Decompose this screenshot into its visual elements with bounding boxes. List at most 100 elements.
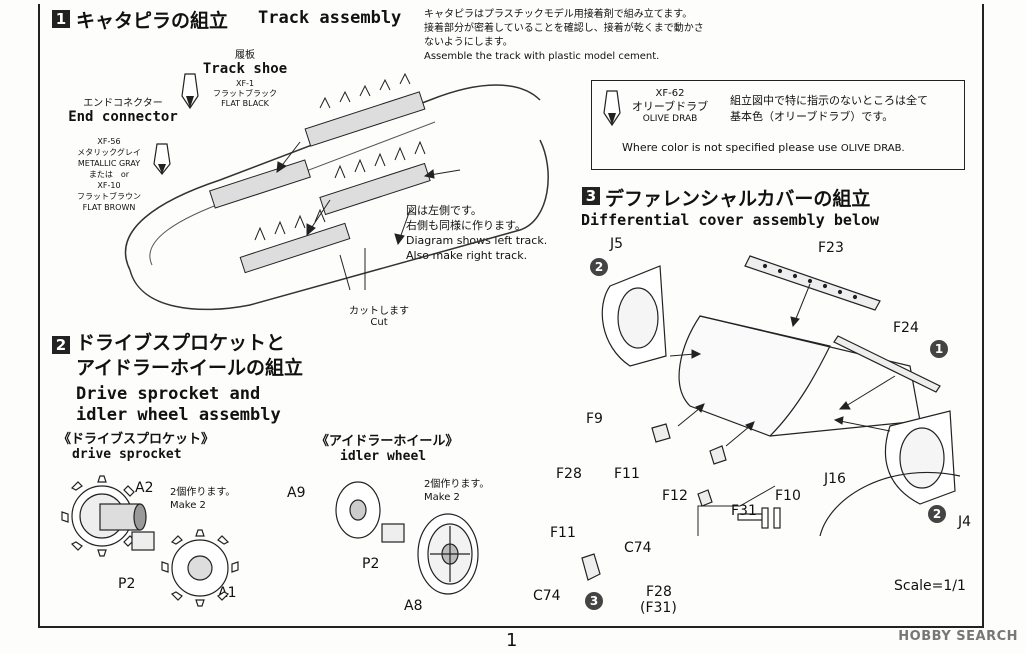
track-shoe-en: Track shoe [202,61,288,77]
circle-number-j5: 2 [590,258,608,276]
step1-note: キャタピラはプラスチックモデル用接着剤で組み立てます。 接着部分が密着しているこ… [424,8,704,64]
color-note-paint: XF-62 オリーブドラブ OLIVE DRAB [624,87,716,126]
step2-number: 2 [52,336,70,354]
part-label-f24: F24 [893,320,919,336]
step1-number: 1 [52,10,70,28]
cut-jp: カットします [349,306,409,317]
idler-jp: 《アイドラーホイール》 [316,434,459,449]
make2-note-drive: 2個作ります。 Make 2 [170,486,235,512]
part-label-c74: C74 [533,588,561,604]
color-desc-jp-2: 基本色（オリーブドラブ）です。 [730,110,894,123]
part-label-f31: (F31) [640,600,677,616]
part-label-a2: A2 [135,480,154,496]
step2-title-en: Drive sprocket and idler wheel assembly [76,384,281,426]
step1-title-en: Track assembly [258,8,402,28]
xf10-code: XF-10 [97,181,121,190]
step1-note-en: Assemble the track with plastic model ce… [424,51,660,62]
left-track-jp-2: 右側も同様に作ります。 [406,219,526,232]
track-loop-upper [124,84,541,271]
detail-f28 [737,507,781,529]
make2-jp: 2個作ります。 [424,479,490,490]
scale-label: Scale=1/1 [894,578,966,594]
part-label-p2: P2 [118,576,136,592]
left-track-note: 図は左側です。 右側も同様に作ります。 Diagram shows left t… [406,203,547,263]
part-f24 [833,335,941,393]
step1-note-jp-1: キャタピラはプラスチックモデル用接着剤で組み立てます。 [424,9,693,20]
left-track-en-1: Diagram shows left track. [406,234,548,247]
make2-en: Make 2 [424,492,460,503]
make2-en: Make 2 [170,500,206,511]
drive-jp: 《ドライブスプロケット》 [58,432,215,447]
or-text: または or [88,170,130,179]
part-label-c74: C74 [624,540,652,556]
step2-title-jp: ドライブスプロケットと アイドラーホイールの組立 [76,331,303,381]
part-label-j16: J16 [824,471,846,487]
part-f10 [709,445,727,465]
cut-en: Cut [370,317,388,328]
track-teeth [254,72,426,241]
end-connector-jp: エンドコネクター [83,98,163,109]
brush-icon [153,143,171,175]
xf56-en: METALLIC GRAY [77,159,141,168]
part-main-cover [678,315,831,437]
color-desc-en: Where color is not specified please use [622,141,838,154]
detail-f11-c74 [581,553,601,581]
sprocket-p2 [131,531,155,551]
part-label-f23: F23 [818,240,844,256]
color-en: OLIVE DRAB [642,114,698,124]
drive-sprocket-drawing [61,475,239,607]
drive-en: drive sprocket [72,447,182,462]
end-connector-en: End connector [68,109,178,125]
left-track-jp-1: 図は左側です。 [406,204,482,217]
part-label-f10: F10 [775,488,801,504]
sprocket-hub [99,503,141,531]
step3-title-jp: デファレンシャルカバーの組立 [605,188,871,210]
part-label-f11: F11 [614,466,640,482]
color-desc-jp-1: 組立図中で特に指示のないところは全て [730,94,928,107]
step2-title-en-2: idler wheel assembly [76,405,281,425]
xf10-en: FLAT BROWN [82,203,136,212]
xf56-label: XF-56 メタリックグレイ METALLIC GRAY または or XF-1… [64,136,154,213]
page-frame [38,4,984,628]
step3-title-en: Differential cover assembly below [581,211,880,229]
xf1-en: FLAT BLACK [221,99,269,108]
color-jp: オリーブドラブ [631,100,709,113]
part-label-f28: F28 [556,466,582,482]
step2-title-jp-1: ドライブスプロケットと [76,332,286,354]
circle-number-f24: 1 [930,340,948,358]
circle-number-j4: 2 [928,505,946,523]
color-note-box: XF-62 オリーブドラブ OLIVE DRAB 組立図中で特に指示のないところ… [591,80,965,170]
part-label-a9: A9 [287,485,306,501]
xf10-jp: フラットブラウン [77,192,141,201]
step1-note-jp-2: 接着部分が密着していることを確認し、接着が乾くまで動かさ [424,23,704,34]
drive-sprocket-heading: 《ドライブスプロケット》 drive sprocket [58,428,214,462]
track-arrows [276,141,461,246]
track-shoe-jp: 履板 [235,50,255,61]
differential-cover-drawing [601,255,961,536]
xf1-jp: フラットブラック [213,89,277,98]
part-label-f28: F28 [646,584,672,600]
track-shoes-top [209,91,431,274]
part-label-f11: F11 [550,525,576,541]
make2-note-idler: 2個作ります。 Make 2 [424,478,489,504]
idler-wheel-drawing [335,481,479,595]
xf56-code: XF-56 [97,137,121,146]
color-desc-en-color: OLIVE DRAB. [840,143,905,154]
part-f9 [651,423,671,443]
xf1-code: XF-1 [235,79,255,88]
part-label-f12: F12 [662,488,688,504]
track-illustration [124,72,549,311]
step2-title-jp-2: アイドラーホイールの組立 [76,357,304,379]
part-f31 [697,489,713,507]
brush-icon [603,90,621,127]
watermark: HOBBY SEARCH [898,629,1018,644]
idler-wheel-heading: 《アイドラーホイール》 idler wheel [316,430,458,464]
step2-title-en-1: Drive sprocket and [76,384,261,404]
xf56-jp: メタリックグレイ [77,148,141,157]
idler-en: idler wheel [340,449,427,464]
assembly-arrows [669,283,896,447]
part-label-f31: F31 [731,503,757,519]
step1-title-jp: キャタピラの組立 [76,10,229,32]
step3-number: 3 [582,187,600,205]
track-loop-lower [129,139,549,311]
